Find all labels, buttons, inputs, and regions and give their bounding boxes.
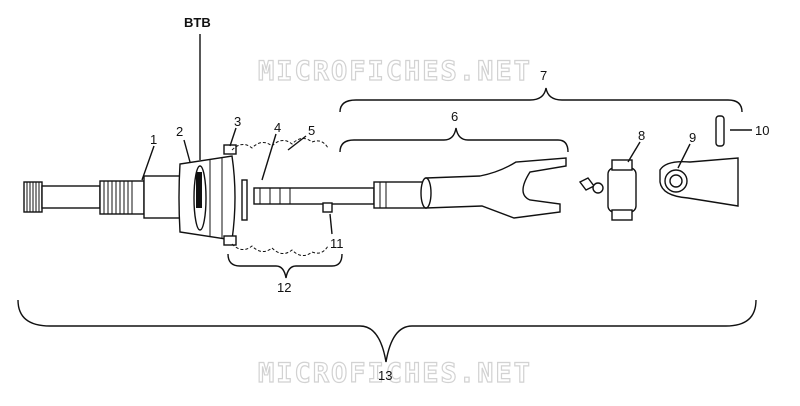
clamp-bottom: [223, 235, 237, 246]
brace-13: [17, 299, 757, 363]
leader-8: [627, 141, 641, 163]
cv-joint-housing: [178, 155, 236, 241]
clamp-top: [223, 144, 237, 155]
stub-shaft: [23, 175, 181, 219]
leader-3: [229, 127, 237, 147]
callout-7: 7: [540, 68, 547, 83]
leader-5: [287, 135, 307, 151]
leader-9: [677, 143, 691, 169]
callout-10: 10: [755, 123, 769, 138]
callout-11: 11: [330, 236, 344, 251]
callout-2: 2: [176, 124, 183, 139]
brace-12: [227, 253, 343, 279]
callout-8: 8: [638, 128, 645, 143]
boot: [231, 138, 329, 256]
brace-6: [339, 127, 569, 153]
callout-12: 12: [277, 280, 291, 295]
callout-13: 13: [378, 368, 392, 383]
leader-4: [261, 133, 277, 181]
end-yoke: [659, 157, 739, 207]
leader-11: [329, 213, 333, 235]
callout-btb: BTB: [184, 15, 211, 30]
callout-1: 1: [150, 132, 157, 147]
callout-4: 4: [274, 120, 281, 135]
inner-shaft: [253, 157, 567, 219]
roll-pin: [715, 115, 725, 147]
callout-9: 9: [689, 130, 696, 145]
u-joint-cross: [578, 159, 637, 221]
callout-3: 3: [234, 114, 241, 129]
stop-ball: [322, 202, 333, 213]
callout-6: 6: [451, 109, 458, 124]
snap-ring: [241, 179, 248, 221]
brace-7: [339, 87, 743, 113]
leader-1: [141, 145, 155, 181]
watermark-bottom: MICROFICHES.NET: [258, 358, 532, 389]
watermark-top: MICROFICHES.NET: [258, 56, 532, 87]
callout-5: 5: [308, 123, 315, 138]
leader-2: [183, 139, 191, 163]
